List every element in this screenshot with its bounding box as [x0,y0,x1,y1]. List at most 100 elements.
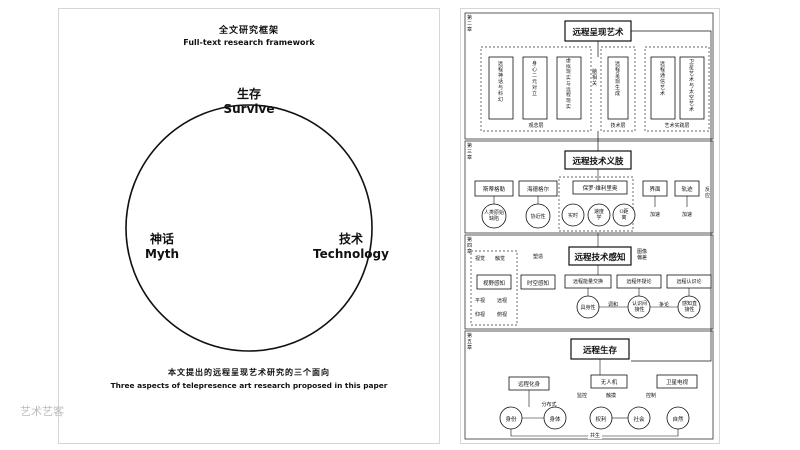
watermark: 艺术艺客 [20,405,64,418]
framework-circle-svg [125,104,373,352]
ch4-tag: 第四章 [467,237,473,255]
right-chapter-diagram-panel: 第二章 第三章 第四章 第五章 远程呈现艺术 远程神话与科幻 身心二元对立 虚拟… [460,8,720,444]
ch2-connector-label: 脑相关 [592,69,598,87]
ch4-side-visual: 视觉 [475,256,486,262]
ch4-box-spacetime-label: 时空感知 [526,281,550,287]
ch3-tag: 第三章 [467,143,473,161]
framework-title-cn: 全文研究框架 [218,26,280,36]
ch5-label-symbiosis: 共生 [587,432,603,439]
caption-en: Three aspects of telepresence art resear… [110,381,388,390]
ch3-concept-4: 速度学 [593,209,604,221]
ch2-box-6 [679,56,705,120]
framework-circle [125,104,373,352]
node-technology-cn: 技术 [338,232,364,246]
ch4-small-far: 远视 [497,298,508,304]
ch3-concept-2: 协近性 [530,214,546,220]
ch3-circle-5 [612,203,636,227]
ch4-box-visual-field [476,274,512,290]
ch3-box-virilio [572,180,628,195]
ch3-main-label: 远程技术义肢 [572,157,624,167]
ch4-sub-2-label: 远程怀疑论 [626,279,652,285]
ch5-label-touch: 触摸 [605,393,617,399]
node-survive-en: Survive [223,102,275,116]
ch3-person-stiegler: 斯蒂格勒 [482,187,506,193]
ch3-concept-5: O距离 [619,209,629,221]
ch4-small-up: 仰视 [475,312,486,318]
chapter-diagram-svg [464,12,714,440]
ch3-label-accelerate-1: 加速 [649,212,661,218]
ch3-interface: 界面 [649,187,661,193]
ch2-concept-group [480,46,592,132]
ch3-label-reaction: 反应 [705,187,711,199]
ch3-person-heidegger: 海德格尔 [526,187,550,193]
ch2-box-4 [607,56,629,120]
ch2-box-5 [650,56,676,120]
ch5-circle-nature-label: 自然 [672,417,684,423]
ch2-tag: 第二章 [467,15,473,33]
ch3-circle-4 [587,203,611,227]
ch5-main-label: 远程生存 [582,346,618,356]
ch2-group-art: 艺术实践层 [664,123,690,129]
ch4-small-down: 俯视 [497,312,508,318]
ch5-circle-society-label: 社会 [633,417,645,423]
ch5-box-satellite-label: 卫星电视 [665,380,689,386]
ch2-box-1 [488,56,514,120]
ch3-label-accelerate-2: 加速 [681,212,693,218]
ch5-box-avatar-label: 远程化身 [517,382,541,388]
ch3-trajectory: 轨迹 [681,187,693,193]
ch5-box-drone [590,374,628,389]
ch4-box-spacetime [520,274,556,290]
ch4-main-label: 远程技术感知 [574,253,626,263]
ch2-group-concept: 观念层 [528,123,544,129]
ch3-circle-3 [561,203,585,227]
ch4-link-shape: 塑造 [533,254,544,260]
left-framework-panel: 全文研究框架 Full-text research framework 生存 S… [58,8,440,444]
ch5-label-control: 控制 [645,393,657,399]
ch2-tech-group [600,46,636,132]
ch4-side-tactile: 触觉 [495,256,506,262]
ch3-concept-3: 实时 [567,213,579,219]
ch4-circle-3-label: 感知直接性 [682,301,698,313]
ch4-sub-1-label: 远程能量交换 [572,279,604,285]
ch2-box-5-label: 远程通信艺术 [660,61,666,97]
ch5-label-distributed: 分布式 [541,402,557,408]
ch2-box-2-label: 身心二元对立 [532,61,538,97]
ch4-circle-1-label: 具身性 [580,305,596,311]
node-technology-en: Technology [313,247,389,261]
framework-title-en: Full-text research framework [183,38,315,47]
ch2-group-tech: 技术层 [610,123,626,129]
ch4-link-bias: 图像偏差 [637,249,648,261]
ch5-circle-identity-label: 身份 [505,417,517,423]
node-survive-cn: 生存 [236,87,262,101]
ch2-main-label: 远程呈现艺术 [572,28,624,38]
ch5-box-satellite-tv [656,374,698,389]
ch4-small-flat: 平视 [475,298,486,304]
ch3-virilio-group [558,176,634,232]
ch4-link-reconcile: 调和 [607,302,619,308]
ch2-box-1-label: 远程神话与科幻 [498,61,504,103]
ch2-box-3 [556,56,582,120]
ch5-label-monitor: 监控 [576,393,588,399]
ch4-box-visual-field-label: 视野感知 [482,281,506,287]
ch2-box-3-label: 虚拟现实与远程现实 [566,59,571,110]
ch3-concept-1: 人类原始缺陷 [484,210,505,222]
caption-cn: 本文提出的远程呈现艺术研究的三个面向 [168,367,330,377]
ch3-frame [464,140,714,234]
ch3-person-virilio: 保罗·维利里奥 [582,186,618,192]
ch2-box-6-label: 卫星艺术与太空艺术 [689,59,695,113]
ch5-circle-body-label: 身体 [549,417,561,423]
ch4-circle-2-label: 认识间接性 [632,301,648,313]
node-myth-cn: 神话 [149,232,175,246]
ch2-box-2 [522,56,548,120]
ch4-sub-3-label: 远程认识论 [676,279,702,285]
ch2-box-4-label: 远程呈现生成 [615,61,621,97]
ch5-frame [464,330,714,440]
ch4-frame [464,234,714,330]
ch5-box-drone-label: 无人机 [600,380,618,386]
ch4-main-box [568,246,632,266]
ch5-tag: 第五章 [467,333,473,351]
ch2-frame [464,12,714,140]
ch2-art-group [644,46,710,132]
ch5-circle-rights-label: 权利 [595,417,607,423]
ch4-link-debate: 争论 [658,302,670,308]
